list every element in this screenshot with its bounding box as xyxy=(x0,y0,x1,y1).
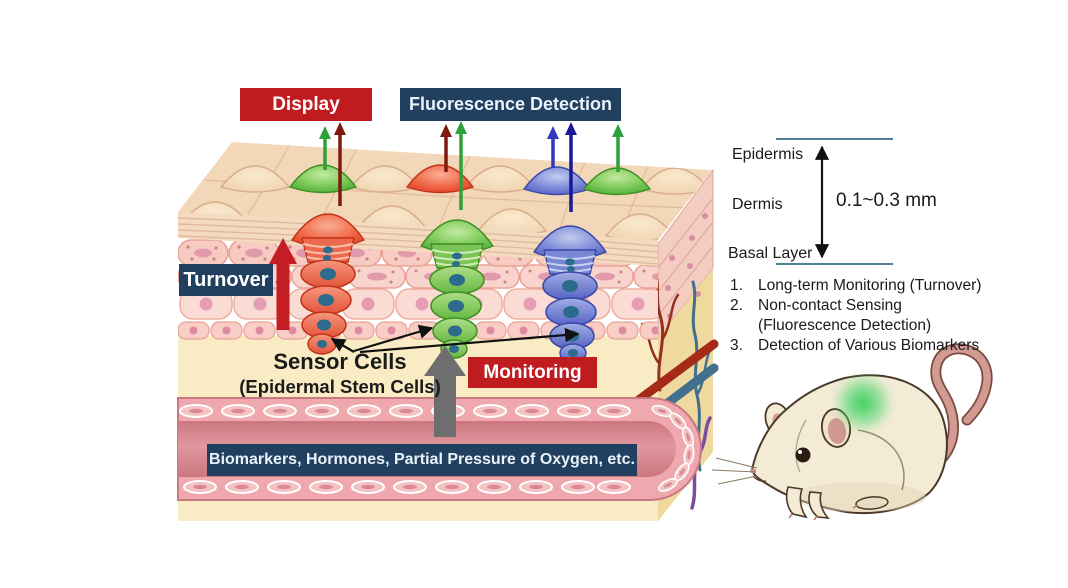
list-item-number: 2. xyxy=(730,297,743,314)
emission-arrow-blue-2 xyxy=(565,122,577,212)
sensor-column-red xyxy=(290,213,366,355)
biomarkers-label: Biomarkers, Hormones, Partial Pressure o… xyxy=(207,444,637,476)
turnover-arrow-icon xyxy=(269,238,297,330)
mouse-legs xyxy=(785,486,889,521)
basal-layer-label: Basal Layer xyxy=(728,245,813,262)
emission-arrows xyxy=(319,121,624,212)
sensor-cells-pointer-arrows xyxy=(330,324,580,354)
list-item-text: Non-contact Sensing (Fluorescence Detect… xyxy=(758,297,932,334)
sensor-column-green xyxy=(419,219,495,359)
emission-arrow-blue-1 xyxy=(547,126,559,168)
fluorescence-detection-label: Fluorescence Detection xyxy=(400,88,621,121)
sensor-column-blue xyxy=(532,225,608,363)
emission-arrow-green-1 xyxy=(319,126,331,170)
mouse-illustration xyxy=(711,343,993,521)
list-item: 3. Detection of Various Biomarkers xyxy=(730,336,1030,356)
display-label: Display xyxy=(240,88,372,121)
emission-arrow-green-3 xyxy=(612,124,624,172)
list-item: 1. Long-term Monitoring (Turnover) xyxy=(730,276,1030,296)
sensor-cells-subtitle: (Epidermal Stem Cells) xyxy=(239,376,441,397)
list-item-text: Detection of Various Biomarkers xyxy=(758,337,980,354)
thickness-value: 0.1~0.3 mm xyxy=(836,190,937,211)
dermis-label: Dermis xyxy=(732,196,783,213)
green-fluorescent-spot xyxy=(833,373,893,433)
turnover-label: Turnover xyxy=(179,264,273,296)
epidermis-label: Epidermis xyxy=(732,146,804,163)
emission-arrow-red-1 xyxy=(334,122,346,206)
sensor-cells-title: Sensor Cells xyxy=(273,349,407,374)
list-item: 2. Non-contact Sensing (Fluorescence Det… xyxy=(730,296,1030,336)
list-item-text: Long-term Monitoring (Turnover) xyxy=(758,277,982,294)
monitoring-label: Monitoring xyxy=(468,357,597,388)
mouse-eye xyxy=(795,447,811,463)
depth-scale xyxy=(776,138,893,265)
sensor-cells-caption: Sensor Cells (Epidermal Stem Cells) xyxy=(230,349,450,398)
emission-arrow-green-2 xyxy=(455,121,467,210)
list-item-number: 1. xyxy=(730,277,743,294)
list-item-number: 3. xyxy=(730,337,743,354)
emission-arrow-red-2 xyxy=(440,124,452,172)
key-points-list: 1. Long-term Monitoring (Turnover) 2. No… xyxy=(730,276,1030,356)
skin-surface xyxy=(178,142,712,240)
mouse-whiskers xyxy=(711,457,758,485)
monitoring-arrow-icon xyxy=(424,346,466,437)
